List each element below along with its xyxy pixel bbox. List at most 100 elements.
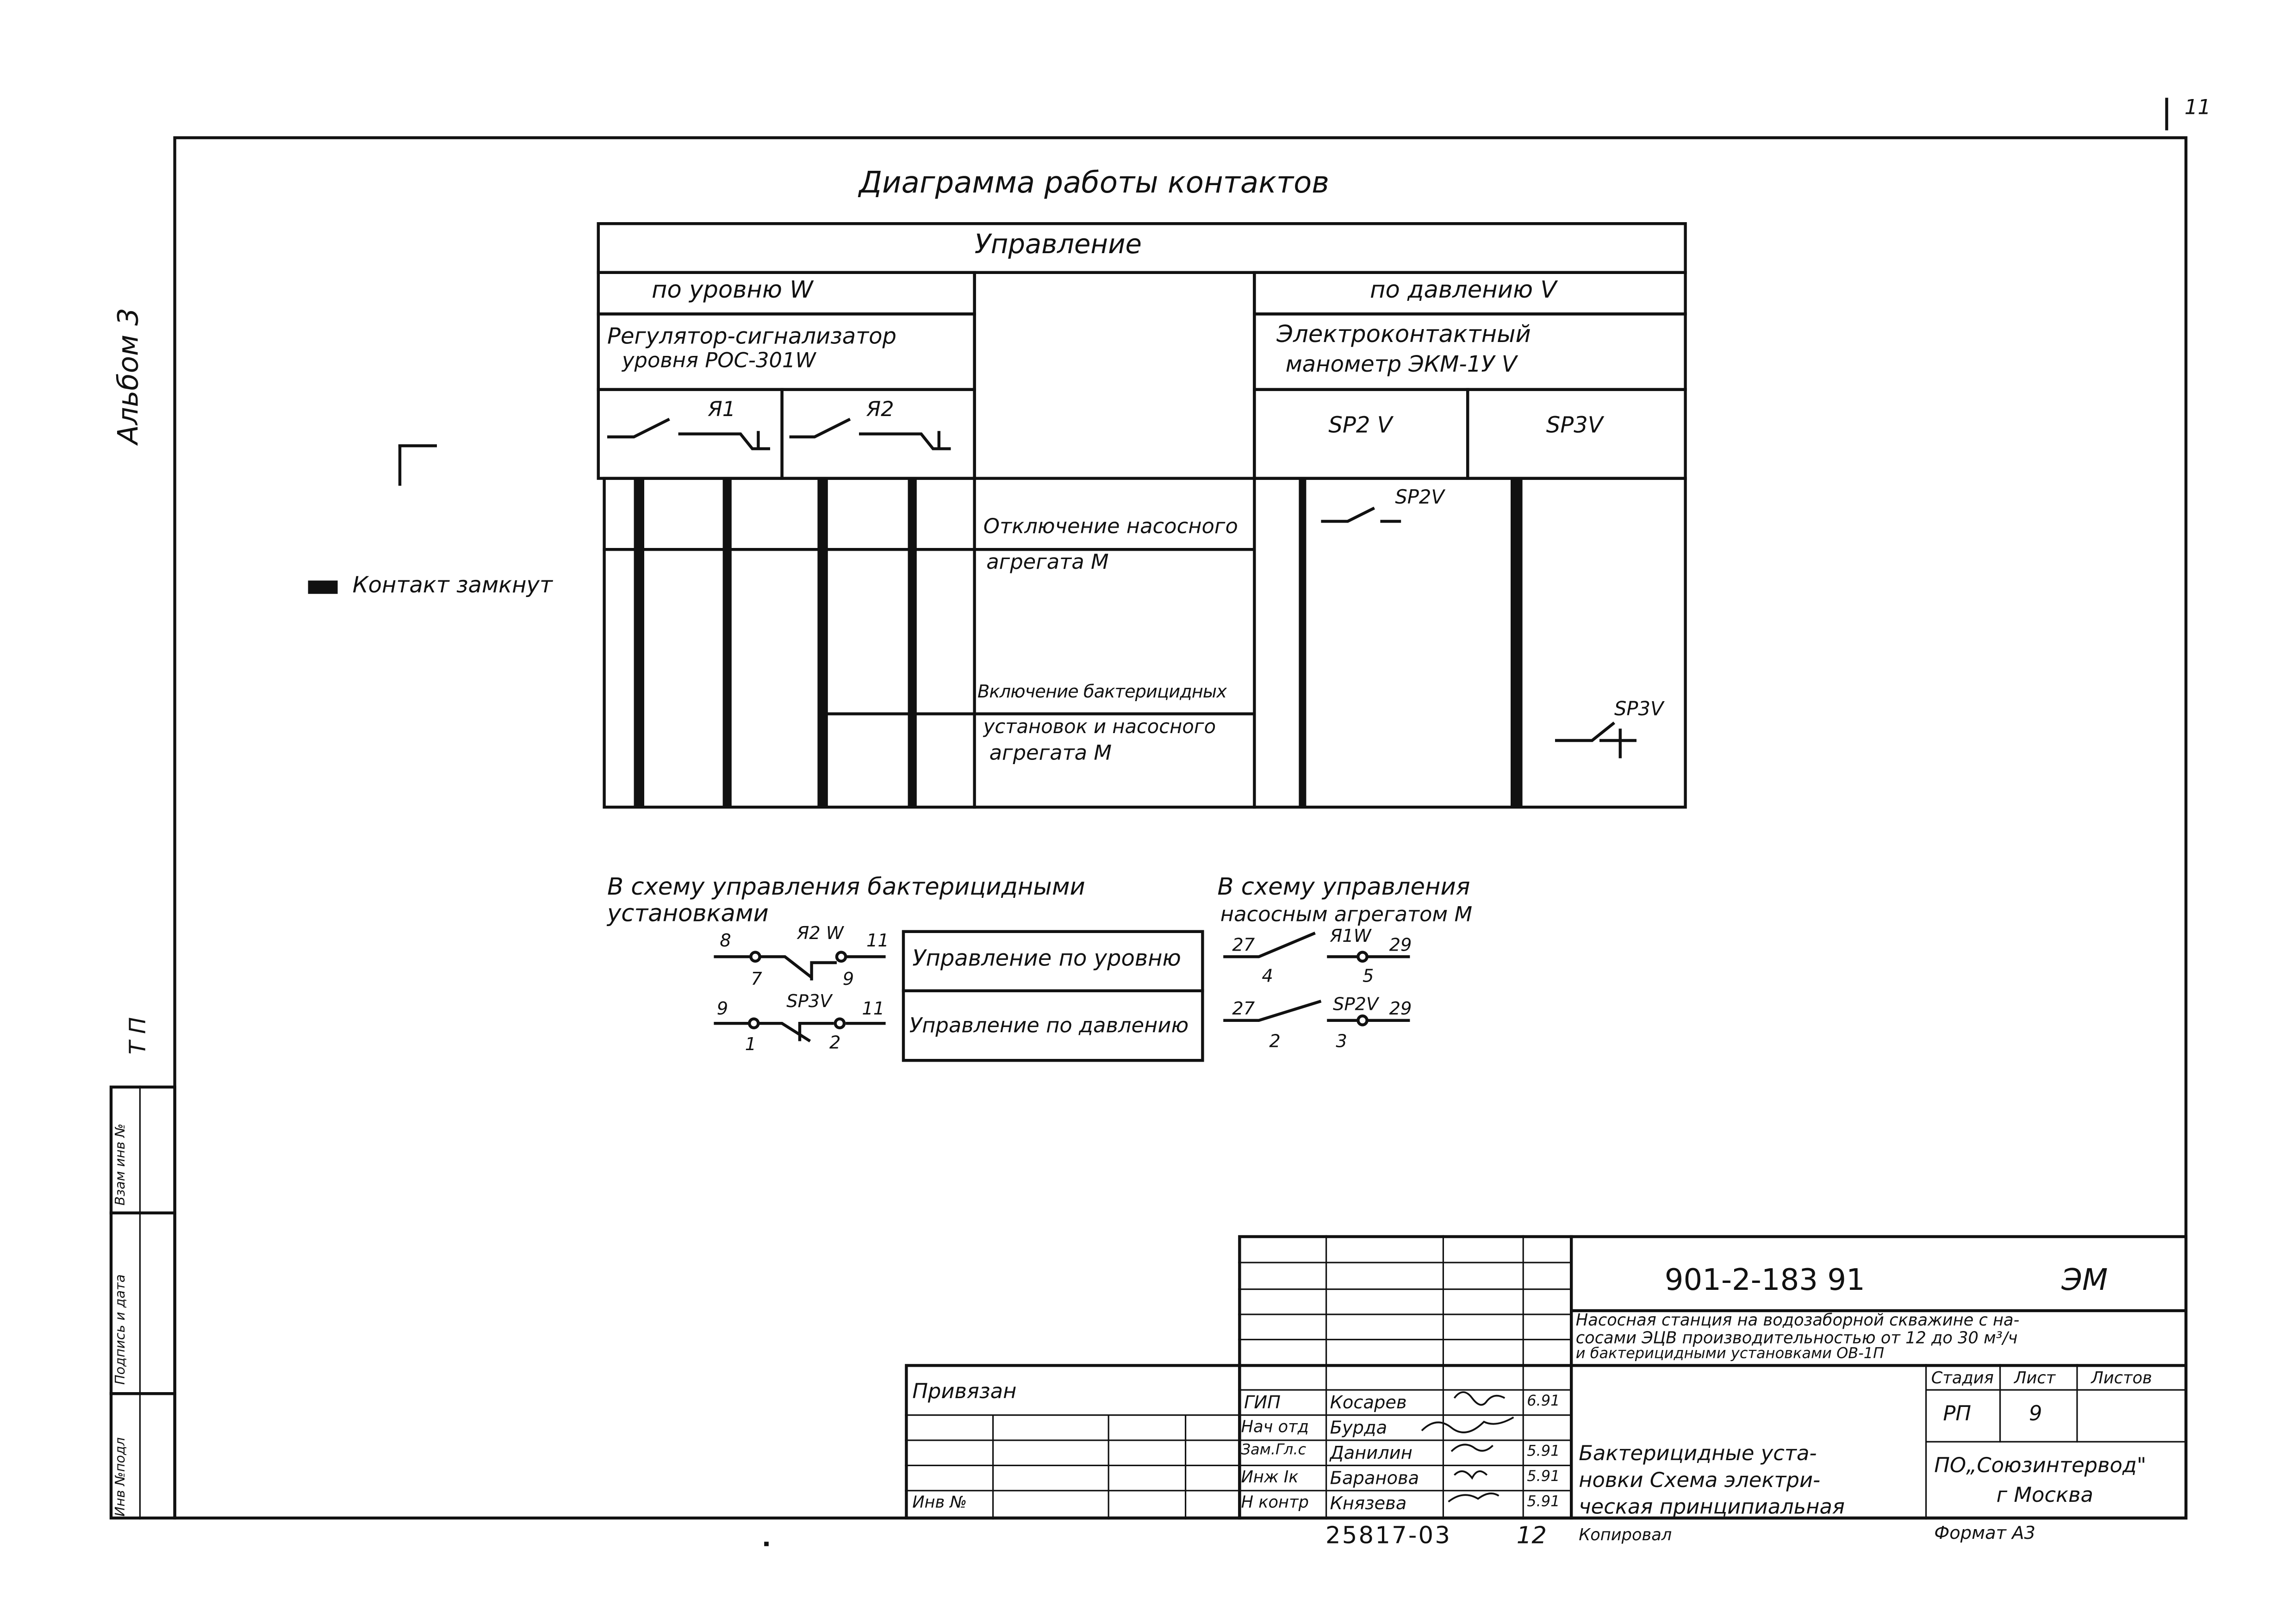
mode-level: Управление по уровню bbox=[912, 945, 1181, 972]
contact-ya2-label: Я2 bbox=[866, 398, 894, 422]
left-c2-term-d: 11 bbox=[862, 998, 885, 1019]
sheets-header: Листов bbox=[2091, 1368, 2152, 1388]
binding-col bbox=[992, 1414, 994, 1520]
row1-line2: агрегата М bbox=[986, 551, 1109, 575]
tb-line bbox=[1238, 1364, 2188, 1367]
left-scheme-title-1: В схему управления бактерицидными bbox=[607, 872, 1085, 901]
ya1-symbol bbox=[607, 417, 771, 450]
row1-line1: Отключение насосного bbox=[983, 515, 1238, 539]
binding-row bbox=[905, 1490, 1241, 1492]
sp3-closed-bar bbox=[1511, 478, 1523, 807]
right-c2-term-d: 29 bbox=[1389, 998, 1412, 1019]
role-5: Н контр bbox=[1241, 1493, 1309, 1512]
side-stamp bbox=[109, 1085, 176, 1520]
name-5: Князева bbox=[1330, 1493, 1407, 1514]
row-divider bbox=[822, 712, 1255, 716]
right-c1-name: Я1W bbox=[1330, 926, 1371, 946]
level-device-line2: уровня РОС-301W bbox=[622, 349, 816, 373]
ya2-closed-bar bbox=[908, 478, 917, 807]
left-c1-term-d: 11 bbox=[866, 930, 889, 951]
contact-sp2-label: SP2 V bbox=[1328, 411, 1393, 439]
binding-row bbox=[905, 1414, 1241, 1416]
by-pressure-label: по давлению V bbox=[1370, 275, 1557, 304]
tb-col bbox=[2076, 1364, 2078, 1443]
format-label: Формат А3 bbox=[1934, 1522, 2035, 1543]
right-c2-name: SP2V bbox=[1333, 994, 1379, 1014]
right-c1-term-b: 4 bbox=[1262, 965, 1273, 987]
archive-number: 25817-03 bbox=[1325, 1521, 1452, 1549]
row-divider bbox=[603, 548, 1255, 551]
binding-row bbox=[905, 1439, 1241, 1441]
object-line3: и бактерицидными установками ОВ-1П bbox=[1575, 1346, 1885, 1363]
inv-label: Инв № bbox=[912, 1493, 967, 1512]
diagram-title: Диаграмма работы контактов bbox=[859, 164, 1329, 200]
row2-line1: Включение бактерицидных bbox=[977, 681, 1227, 702]
object-line1: Насосная станция на водозаборной скважин… bbox=[1575, 1311, 2020, 1330]
control-mode-box bbox=[902, 930, 1204, 1062]
mode-pressure: Управление по давлению bbox=[909, 1014, 1189, 1039]
role-2: Нач отд bbox=[1241, 1417, 1309, 1437]
bound-label: Привязан bbox=[912, 1380, 1017, 1404]
doc-code: 901-2-183 91 bbox=[1664, 1262, 1865, 1298]
drawing-name-1: Бактерицидные уста- bbox=[1579, 1442, 1817, 1466]
left-c2-term-a: 9 bbox=[716, 998, 728, 1019]
row2-line3: агрегата М bbox=[989, 742, 1112, 766]
ya2-closed-bar bbox=[817, 478, 828, 807]
right-c1-term-c: 5 bbox=[1363, 965, 1374, 987]
right-c2-term-c: 3 bbox=[1336, 1031, 1347, 1052]
left-c2-term-c: 2 bbox=[829, 1032, 841, 1053]
tb-row bbox=[1238, 1414, 1570, 1416]
name-1: Косарев bbox=[1330, 1392, 1407, 1413]
role-3: Зам.Гл.с bbox=[1241, 1442, 1307, 1459]
binding-row bbox=[905, 1464, 1241, 1466]
stage-header: Стадия bbox=[1931, 1368, 1994, 1388]
tb-row bbox=[1238, 1389, 1570, 1391]
stage-value: РП bbox=[1943, 1402, 1972, 1426]
header-label: Управление bbox=[974, 230, 1142, 261]
right-c1-term-a: 27 bbox=[1232, 934, 1255, 955]
name-2: Бурда bbox=[1330, 1417, 1388, 1438]
name-4: Баранова bbox=[1330, 1468, 1419, 1488]
level-device-line1: Регулятор-сигнализатор bbox=[607, 323, 896, 350]
ya1-closed-bar bbox=[722, 478, 732, 807]
binding-block bbox=[905, 1364, 1241, 1520]
legend-label: Контакт замкнут bbox=[352, 572, 553, 598]
contact-ya1-label: Я1 bbox=[708, 398, 736, 422]
right-c1-term-d: 29 bbox=[1389, 934, 1412, 955]
speck bbox=[764, 1542, 769, 1546]
pressure-device-line2: манометр ЭКМ-1У V bbox=[1285, 351, 1517, 378]
tb-row bbox=[1238, 1288, 1570, 1290]
left-c2-name: SP3V bbox=[786, 990, 832, 1012]
sp2-state-label: SP2V bbox=[1395, 487, 1444, 510]
tb-col bbox=[1999, 1364, 2001, 1443]
row2-line2: установок и насосного bbox=[983, 716, 1216, 739]
date-5: 5.91 bbox=[1527, 1494, 1560, 1511]
tb-row bbox=[1238, 1338, 1570, 1340]
left-c1-term-a: 8 bbox=[720, 930, 731, 951]
ya2-symbol bbox=[789, 417, 951, 450]
pressure-device-line1: Электроконтактный bbox=[1276, 320, 1531, 348]
right-scheme-title-1: В схему управления bbox=[1217, 872, 1470, 901]
tb-row bbox=[1238, 1464, 1570, 1466]
right-c2-term-b: 2 bbox=[1269, 1031, 1281, 1052]
sp3-state-symbol bbox=[1555, 722, 1637, 759]
grid-divider bbox=[1253, 271, 1256, 809]
contact-sp3-label: SP3V bbox=[1546, 411, 1603, 439]
grid-divider bbox=[973, 271, 976, 809]
control-mode-divider bbox=[902, 989, 1204, 992]
tb-row bbox=[1238, 1490, 1570, 1492]
drawing-name-3: ческая принципиальная bbox=[1579, 1496, 1845, 1520]
sheet-value: 9 bbox=[2029, 1402, 2042, 1426]
name-3: Данилин bbox=[1330, 1442, 1412, 1463]
doc-mark: ЭМ bbox=[2061, 1262, 2108, 1298]
page-number-tick bbox=[2165, 98, 2168, 131]
binding-col bbox=[1108, 1414, 1109, 1520]
sp3-state-label: SP3V bbox=[1614, 699, 1664, 722]
org-name: ПО„Союзинтервод" bbox=[1934, 1454, 2147, 1478]
timing-grid bbox=[603, 477, 1687, 809]
tb-col bbox=[1325, 1235, 1327, 1520]
